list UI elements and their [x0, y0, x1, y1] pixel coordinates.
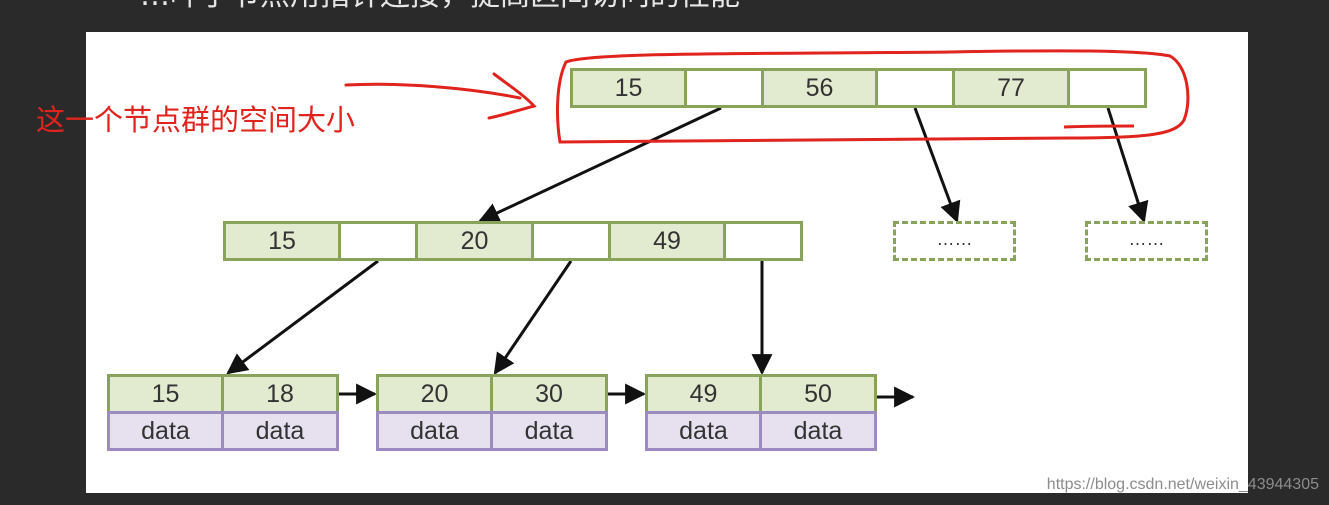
leaf-1-data-2: data [221, 411, 339, 451]
leaf-2-key-1: 20 [376, 374, 493, 414]
leaf-2-data-2: data [490, 411, 608, 451]
root-key-2: 56 [761, 68, 878, 108]
internal-key-1: 15 [223, 221, 341, 261]
leaf-3-key-2: 50 [759, 374, 877, 414]
root-key-3: 77 [952, 68, 1070, 108]
root-pointer-2 [875, 68, 955, 108]
root-pointer-1 [684, 68, 764, 108]
internal-key-3: 49 [608, 221, 726, 261]
root-key-1: 15 [570, 68, 687, 108]
leaf-3-data-1: data [645, 411, 762, 451]
internal-pointer-3 [723, 221, 803, 261]
root-pointer-3 [1067, 68, 1147, 108]
annotation-label: 这一个节点群的空间大小 [36, 103, 356, 137]
internal-pointer-1 [338, 221, 418, 261]
leaf-3-key-1: 49 [645, 374, 762, 414]
internal-pointer-2 [531, 221, 611, 261]
arrow-root-to-placeholder-1 [913, 107, 961, 223]
leaf-1-key-1: 15 [107, 374, 224, 414]
leaf-1-key-2: 18 [221, 374, 339, 414]
arrow-internal-to-leaf-2 [493, 260, 573, 375]
leaf-3-data-2: data [759, 411, 877, 451]
arrow-root-to-internal [478, 106, 722, 223]
arrow-internal-to-leaf-1 [226, 259, 379, 375]
leaf-2-key-2: 30 [490, 374, 608, 414]
watermark: https://blog.csdn.net/weixin_43944305 [1046, 476, 1319, 493]
placeholder-node-2: …… [1085, 221, 1208, 261]
leaf-1-data-1: data [107, 411, 224, 451]
placeholder-node-1: …… [893, 221, 1016, 261]
internal-key-2: 20 [415, 221, 534, 261]
slide-title-partial: …叶子节点用指针连接，提高区间访问的性能 [140, 0, 740, 14]
leaf-2-data-1: data [376, 411, 493, 451]
arrow-root-to-placeholder-2 [1106, 107, 1149, 224]
